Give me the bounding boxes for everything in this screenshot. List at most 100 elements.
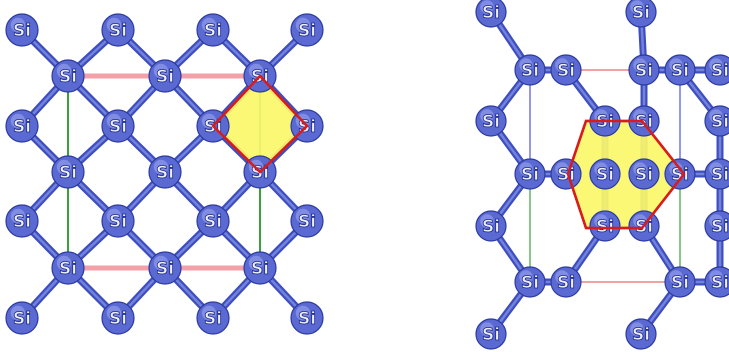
atom-shine bbox=[295, 17, 311, 33]
atom-shine bbox=[519, 58, 533, 72]
atom-shine bbox=[153, 255, 169, 271]
si-atom: Si bbox=[101, 13, 135, 47]
atom-shine bbox=[555, 162, 569, 176]
atom-label: Si bbox=[59, 163, 77, 183]
si-atom: Si bbox=[704, 158, 729, 190]
atom-label: Si bbox=[482, 112, 500, 132]
si-atom: Si bbox=[475, 210, 507, 242]
highlighted-diamond-ring-outline bbox=[211, 74, 309, 174]
atom-shine bbox=[594, 214, 608, 228]
atom-label: Si bbox=[521, 165, 539, 185]
si-atom: Si bbox=[514, 54, 546, 86]
atom-shine bbox=[56, 255, 72, 271]
si-atom: Si bbox=[704, 210, 729, 242]
atom-label: Si bbox=[156, 163, 174, 183]
atom-label: Si bbox=[711, 273, 729, 293]
atom-label: Si bbox=[671, 61, 689, 81]
si-atom: Si bbox=[514, 158, 546, 190]
atom-label: Si bbox=[596, 165, 614, 185]
atom-shine bbox=[709, 162, 723, 176]
atom-label: Si bbox=[109, 212, 127, 232]
atom-shine bbox=[10, 305, 26, 321]
atom-shine bbox=[555, 270, 569, 284]
si-atom: Si bbox=[101, 204, 135, 238]
atom-label: Si bbox=[482, 3, 500, 23]
atom-shine bbox=[106, 305, 122, 321]
si-atom: Si bbox=[51, 59, 85, 93]
si-atom: Si bbox=[196, 204, 230, 238]
atom-shine bbox=[594, 162, 608, 176]
atom-shine bbox=[709, 58, 723, 72]
atom-label: Si bbox=[298, 309, 316, 329]
highlighted-hexagon-ring-outline bbox=[566, 119, 686, 230]
atom-shine bbox=[480, 109, 494, 123]
atom-label: Si bbox=[671, 273, 689, 293]
si-atom: Si bbox=[550, 266, 582, 298]
si-atom: Si bbox=[290, 13, 324, 47]
atom-label: Si bbox=[204, 212, 222, 232]
si-atom: Si bbox=[664, 266, 696, 298]
atom-shine bbox=[633, 162, 647, 176]
atom-label: Si bbox=[13, 21, 31, 41]
atom-label: Si bbox=[13, 212, 31, 232]
atom-label: Si bbox=[13, 309, 31, 329]
atom-shine bbox=[555, 58, 569, 72]
si-atom: Si bbox=[589, 158, 621, 190]
si-atom: Si bbox=[475, 105, 507, 137]
atom-shine bbox=[248, 63, 264, 79]
si-atom: Si bbox=[704, 266, 729, 298]
atom-shine bbox=[153, 63, 169, 79]
atom-label: Si bbox=[632, 325, 650, 345]
atom-shine bbox=[56, 63, 72, 79]
si-atom: Si bbox=[51, 155, 85, 189]
atom-label: Si bbox=[711, 112, 729, 132]
atom-label: Si bbox=[109, 117, 127, 137]
atom-label: Si bbox=[298, 21, 316, 41]
si-atom: Si bbox=[243, 251, 277, 285]
atom-shine bbox=[10, 113, 26, 129]
atom-shine bbox=[709, 270, 723, 284]
si-atom: Si bbox=[290, 204, 324, 238]
atom-label: Si bbox=[557, 165, 575, 185]
atom-label: Si bbox=[298, 212, 316, 232]
si-atom: Si bbox=[5, 301, 39, 335]
si-atom: Si bbox=[5, 109, 39, 143]
atom-shine bbox=[201, 113, 217, 129]
atom-label: Si bbox=[671, 165, 689, 185]
atom-label: Si bbox=[482, 325, 500, 345]
atom-shine bbox=[106, 113, 122, 129]
si-atom: Si bbox=[550, 54, 582, 86]
atom-shine bbox=[10, 208, 26, 224]
si-atom: Si bbox=[704, 105, 729, 137]
atom-label: Si bbox=[109, 21, 127, 41]
atom-shine bbox=[633, 58, 647, 72]
atom-shine bbox=[153, 159, 169, 175]
atom-shine bbox=[480, 322, 494, 336]
atom-shine bbox=[295, 305, 311, 321]
si-atom: Si bbox=[290, 301, 324, 335]
si-atom: Si bbox=[196, 301, 230, 335]
atom-shine bbox=[480, 0, 494, 14]
atom-shine bbox=[633, 109, 647, 123]
atom-label: Si bbox=[711, 165, 729, 185]
atom-label: Si bbox=[109, 309, 127, 329]
atom-shine bbox=[106, 17, 122, 33]
si-atom: Si bbox=[625, 318, 657, 350]
atom-label: Si bbox=[557, 61, 575, 81]
atom-label: Si bbox=[156, 259, 174, 279]
atom-shine bbox=[519, 270, 533, 284]
si-atom: Si bbox=[628, 54, 660, 86]
atom-shine bbox=[56, 159, 72, 175]
atom-label: Si bbox=[635, 61, 653, 81]
atom-shine bbox=[709, 214, 723, 228]
si-atom: Si bbox=[664, 158, 696, 190]
atom-label: Si bbox=[251, 259, 269, 279]
atom-shine bbox=[248, 255, 264, 271]
si-atom: Si bbox=[475, 318, 507, 350]
si-atom: Si bbox=[550, 158, 582, 190]
si-atom: Si bbox=[514, 266, 546, 298]
atom-label: Si bbox=[557, 273, 575, 293]
